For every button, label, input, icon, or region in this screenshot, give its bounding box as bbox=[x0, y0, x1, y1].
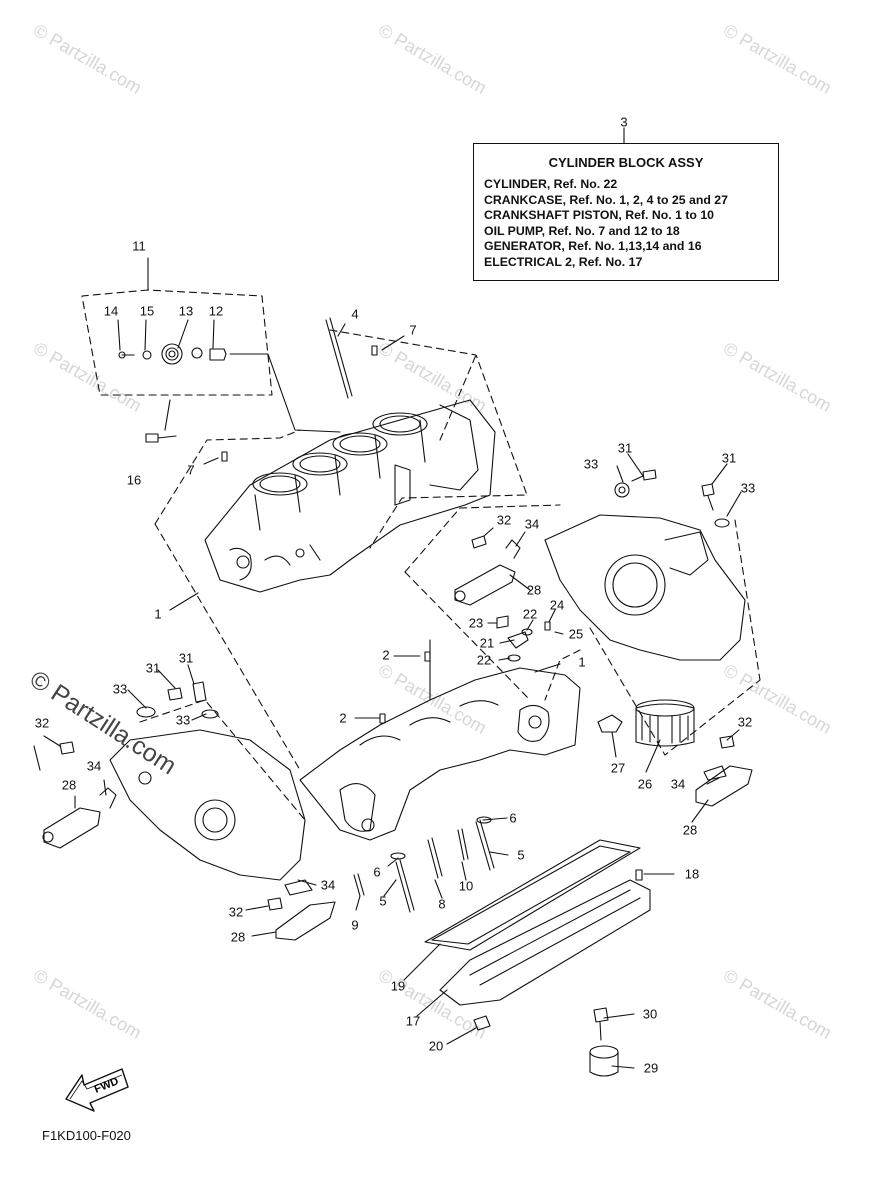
callout: 33 bbox=[112, 681, 128, 697]
callout: 32 bbox=[496, 512, 512, 528]
callout: 28 bbox=[526, 582, 542, 598]
callout: 34 bbox=[320, 877, 336, 893]
callout: 10 bbox=[458, 878, 474, 894]
assembly-title: CYLINDER BLOCK ASSY bbox=[548, 155, 704, 170]
callout: 32 bbox=[34, 715, 50, 731]
callout: 5 bbox=[517, 847, 525, 863]
callout: 28 bbox=[682, 822, 698, 838]
callout: 31 bbox=[178, 650, 194, 666]
callout: 11 bbox=[132, 238, 146, 254]
callout: 25 bbox=[568, 626, 584, 642]
callout: 28 bbox=[61, 777, 77, 793]
callout: 27 bbox=[610, 760, 626, 776]
callout: 1 bbox=[578, 654, 586, 670]
callout: 23 bbox=[468, 615, 484, 631]
callout: 6 bbox=[373, 864, 381, 880]
callout: 7 bbox=[187, 462, 195, 478]
callout: 32 bbox=[737, 714, 753, 730]
callout: 34 bbox=[670, 776, 686, 792]
callout: 24 bbox=[549, 597, 565, 613]
callout: 34 bbox=[524, 516, 540, 532]
callout: 31 bbox=[145, 660, 161, 676]
callout: 29 bbox=[643, 1060, 659, 1076]
callout-3: 3 bbox=[620, 114, 628, 130]
callout: 12 bbox=[208, 303, 224, 319]
assembly-line: CRANKCASE, Ref. No. 1, 2, 4 to 25 and 27 bbox=[484, 192, 728, 207]
callout: 34 bbox=[86, 758, 102, 774]
callout: 9 bbox=[351, 917, 359, 933]
callout: 22 bbox=[476, 652, 492, 668]
callout: 33 bbox=[583, 456, 599, 472]
callout: 2 bbox=[339, 710, 347, 726]
callout: 13 bbox=[178, 303, 194, 319]
callout: 16 bbox=[126, 472, 142, 488]
assembly-info-box: CYLINDER BLOCK ASSY CYLINDER, Ref. No. 2… bbox=[473, 143, 779, 281]
callout: 1 bbox=[154, 606, 162, 622]
callout: 2 bbox=[382, 647, 390, 663]
callout: 22 bbox=[522, 606, 538, 622]
callout: 4 bbox=[351, 306, 359, 322]
assembly-line: CRANKSHAFT PISTON, Ref. No. 1 to 10 bbox=[484, 208, 715, 222]
callout: 31 bbox=[617, 440, 633, 456]
callout: 31 bbox=[721, 450, 737, 466]
callout: 17 bbox=[405, 1013, 421, 1029]
callout: 7 bbox=[409, 322, 417, 338]
callout: 33 bbox=[175, 712, 191, 728]
callout: 15 bbox=[139, 303, 155, 319]
callout: 33 bbox=[740, 480, 756, 496]
forward-arrow-icon: FWD bbox=[65, 1068, 129, 1112]
callout: 26 bbox=[637, 776, 653, 792]
callout: 30 bbox=[642, 1006, 658, 1022]
callout: 18 bbox=[684, 866, 700, 882]
assembly-line: ELECTRICAL 2, Ref. No. 17 bbox=[484, 254, 643, 269]
callout: 6 bbox=[509, 810, 517, 826]
callout: 28 bbox=[230, 929, 246, 945]
figure-code: F1KD100-F020 bbox=[42, 1128, 131, 1143]
callout: 5 bbox=[379, 893, 387, 909]
callout: 20 bbox=[428, 1038, 444, 1054]
assembly-line: GENERATOR, Ref. No. 1,13,14 and 16 bbox=[484, 239, 702, 253]
callout: 8 bbox=[438, 896, 446, 912]
callout: 19 bbox=[390, 978, 406, 994]
callout: 14 bbox=[103, 303, 119, 319]
assembly-lines: CYLINDER, Ref. No. 22 CRANKCASE, Ref. No… bbox=[484, 177, 728, 270]
callout: 32 bbox=[228, 904, 244, 920]
assembly-line: OIL PUMP, Ref. No. 7 and 12 to 18 bbox=[484, 223, 680, 238]
assembly-line: CYLINDER, Ref. No. 22 bbox=[484, 177, 618, 191]
callout: 21 bbox=[479, 635, 495, 651]
